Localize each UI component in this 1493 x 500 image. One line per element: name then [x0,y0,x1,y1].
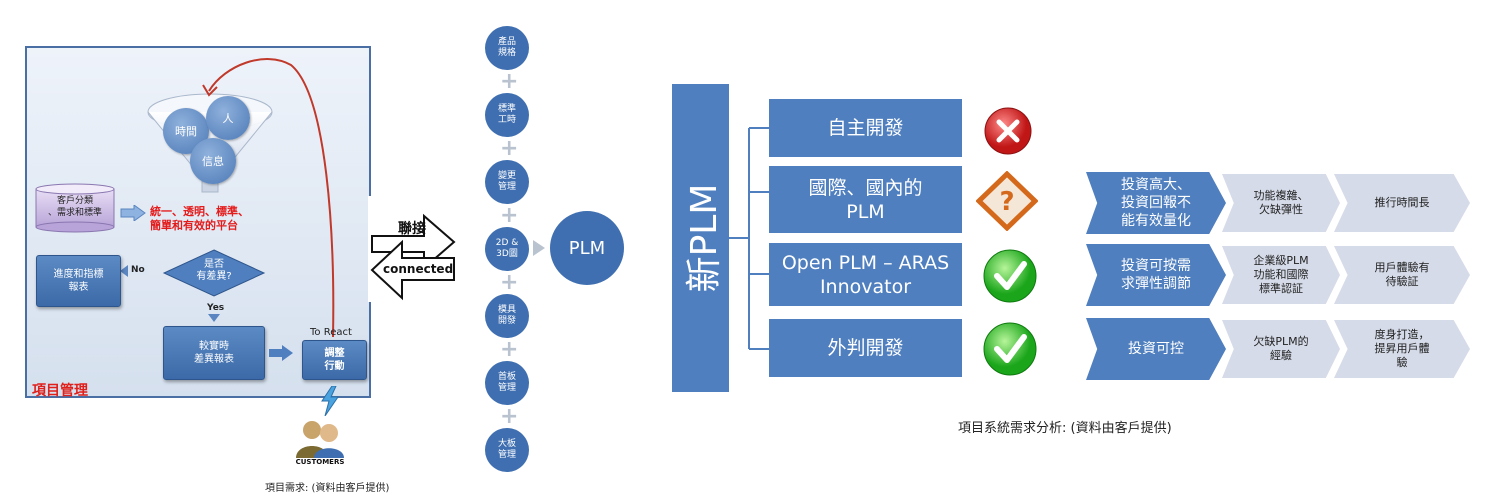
progress-report-box: 進度和指標 報表 [36,255,121,307]
x-icon [984,107,1032,155]
item-mold-development: 模具 開發 [485,294,529,338]
customers-icon [296,421,344,458]
check-icon [983,322,1037,376]
question-icon: ? [976,171,1038,231]
plus-icon: + [500,203,519,228]
funnel-circle-people-label: 人 [222,112,234,125]
platform-text: 統一、透明、標準、 簡單和有效的平台 [150,205,249,232]
arrow-right-icon [120,205,146,221]
check-icon [983,249,1037,303]
decision-label: 是否 有差異? [196,259,232,282]
plus-icon: + [500,404,519,429]
arrow-down-icon [208,314,220,322]
chevron-row1-step1: 投資高大、 投資回報不 能有效量化 [1086,172,1226,234]
option-label: 外判開發 [827,337,904,359]
chevron-row2-step2: 企業級PLM 功能和國際 標準認証 [1222,246,1340,304]
lightning-icon [321,386,339,416]
plus-icon: + [500,270,519,295]
item-bulk-sample: 大板 管理 [485,428,529,472]
plus-icon: + [500,337,519,362]
item-product-spec: 產品 規格 [485,26,529,70]
new-plm-label-anchor: 新PLM [672,184,729,293]
bracket-lines [729,127,771,350]
no-label: No [128,265,148,275]
funnel-circle-people: 人 [206,96,250,140]
chevron-row3-step1: 投資可控 [1086,318,1226,380]
funnel-circle-time-label: 時間 [175,125,197,138]
connector-top-label: 聯接 [398,221,426,237]
svg-text:?: ? [999,187,1014,217]
project-management-title: 項目管理 [32,383,88,399]
chevron-row3-step2: 欠缺PLM的 經驗 [1222,320,1340,378]
left-caption: 項目需求: (資料由客戶提供) [265,483,390,494]
chevron-row1-step3: 推行時間長 [1334,174,1470,232]
arrow-left-icon [120,265,128,277]
chevron-row3-step3: 度身打造， 提昇用戶體 驗 [1334,320,1470,378]
item-2d-3d: 2D & 3D圖 [485,227,529,271]
option-open-plm-aras: Open PLM – ARAS Innovator [769,243,962,306]
plus-icon: + [500,69,519,94]
to-react-label: To React [310,327,352,338]
decision-diamond [162,249,266,297]
option-outsource: 外判開發 [769,319,962,377]
item-first-sample: 首板 管理 [485,361,529,405]
item-standard-hours: 標準 工時 [485,93,529,137]
chevron-row2-step3: 用戶體驗有 待驗証 [1334,246,1470,304]
customers-label: CUSTOMERS [295,458,345,466]
option-label: 自主開發 [827,117,904,139]
option-self-develop: 自主開發 [769,99,962,157]
adjust-action-box: 調整 行動 [302,340,367,380]
customer-db-label: 客戶分類 、需求和標準 [47,196,102,218]
feedback-arrow [202,58,335,338]
right-caption: 項目系統需求分析: (資料由客戶提供) [958,421,1172,436]
chevron-row1-step2: 功能複雜、 欠缺彈性 [1222,174,1340,232]
new-plm-bar [672,84,729,392]
option-international-plm: 國際、國內的 PLM [769,166,962,233]
option-label: 國際、國內的 PLM [808,176,923,223]
customer-database-icon [35,183,115,233]
item-change-management: 變更 管理 [485,160,529,204]
option-label: Open PLM – ARAS Innovator [781,251,950,298]
arrow-right-icon [533,240,545,256]
funnel-circle-info: 信息 [190,138,236,184]
connector-arrows [368,196,458,302]
comparison-report-box: 較實時 差異報表 [163,326,265,380]
plm-circle: PLM [550,211,624,285]
connector-bottom-label: connected [383,262,454,276]
funnel-circle-info-label: 信息 [202,155,224,168]
new-plm-label: 新PLM [683,183,725,293]
yes-label: Yes [204,303,228,313]
chevron-row2-step1: 投資可按需 求彈性調節 [1086,244,1226,306]
plus-icon: + [500,136,519,161]
arrow-right-icon [269,345,293,361]
